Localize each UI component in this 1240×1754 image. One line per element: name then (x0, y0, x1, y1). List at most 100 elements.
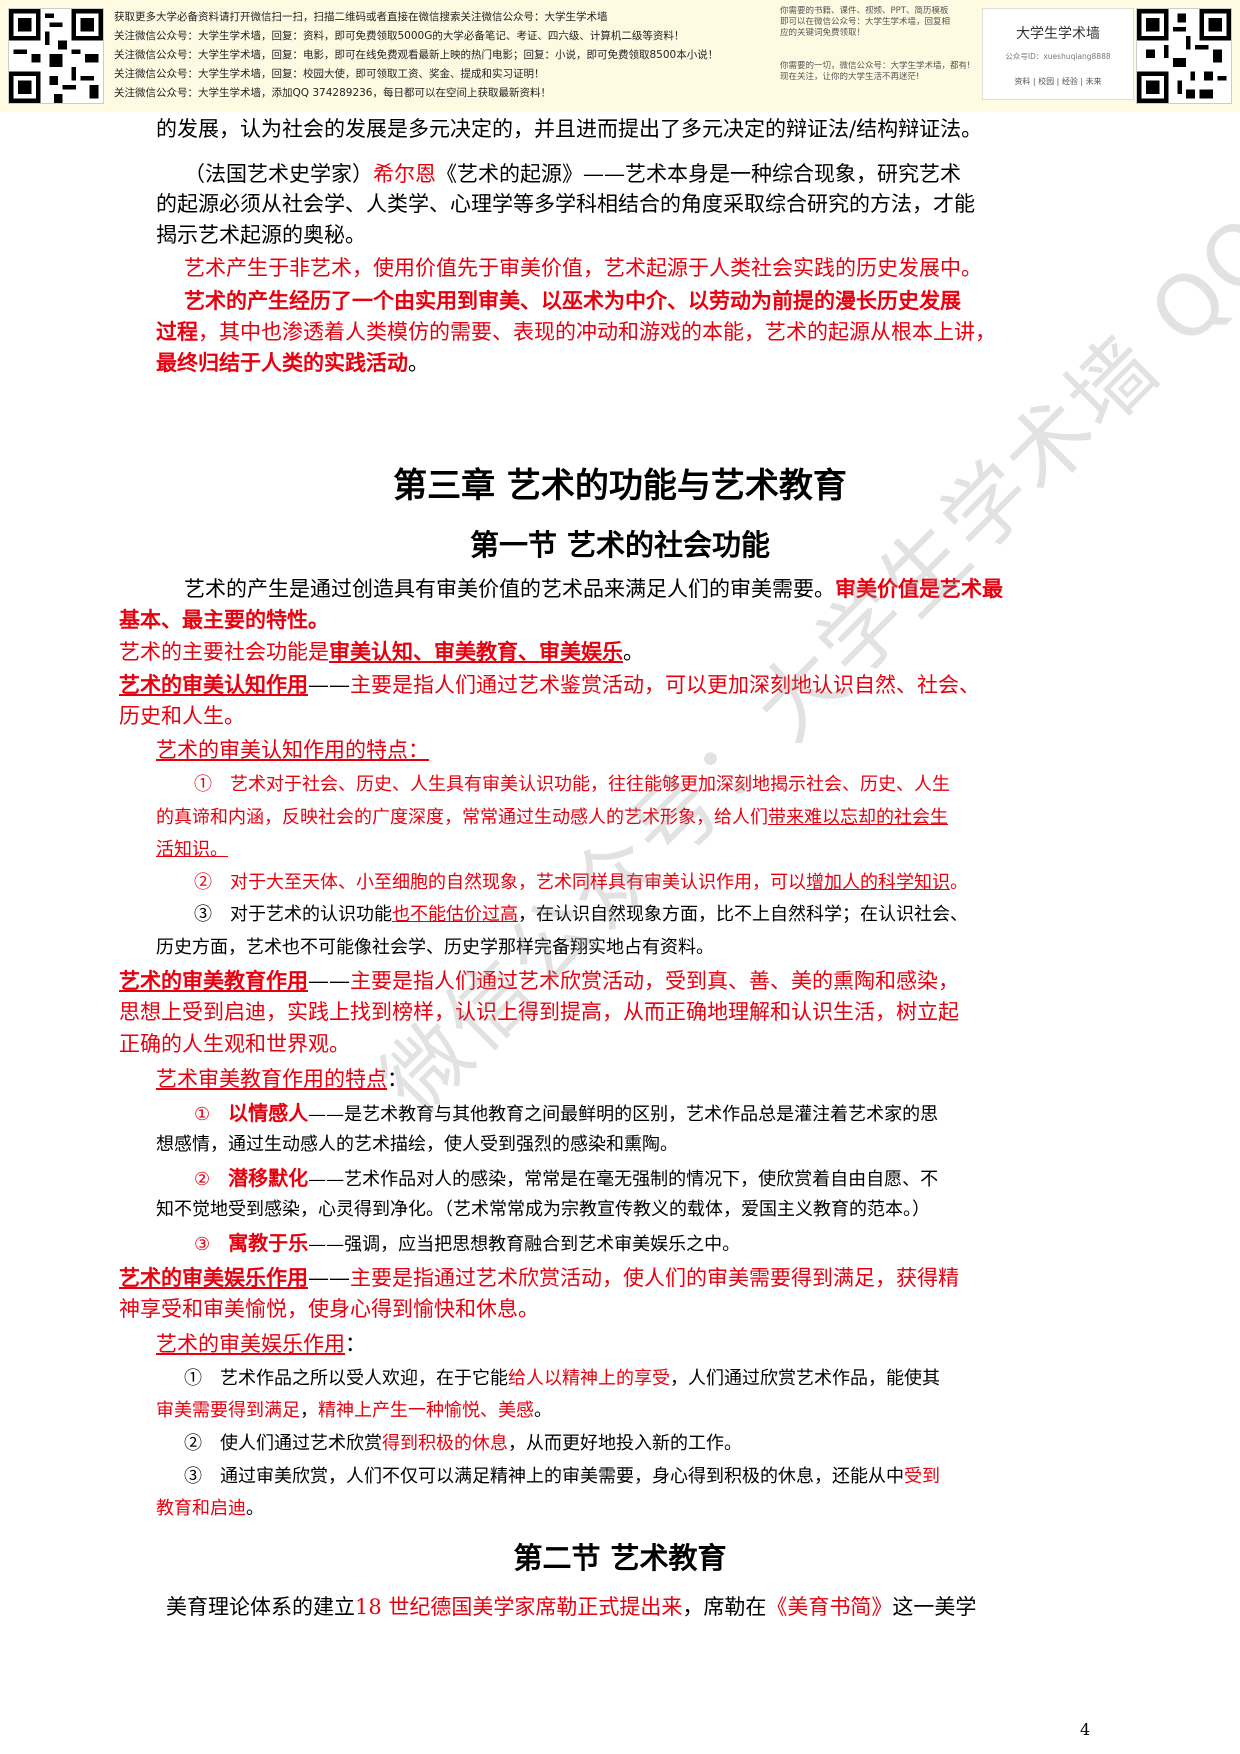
text: —— (308, 673, 350, 697)
text: （法国艺术史学家） (184, 162, 373, 186)
text: 审美价值是艺术最 (835, 576, 1003, 601)
text: ① 艺术作品之所以受人欢迎，在于它能 (184, 1368, 508, 1389)
text: 艺术的产生是通过创造具有审美价值的艺术品来满足人们的审美需要。 (184, 577, 835, 601)
list-item: 活知识。 (156, 839, 228, 860)
list-item: ① 以情感人——是艺术教育与其他教育之间最鲜明的区别，艺术作品总是灌注着艺术家的… (194, 1100, 938, 1128)
list-item: ② 潜移默化——艺术作品对人的感染，常常是在毫无强制的情况下，使欣赏着自由自愿、… (194, 1165, 938, 1193)
ad-banner: 获取更多大学必备资料请打开微信扫一扫，扫描二维码或者直接在微信搜索关注微信公众号… (0, 0, 1240, 112)
paragraph-taine: （法国艺术史学家）希尔恩《艺术的起源》——艺术本身是一种综合现象，研究艺术 (184, 159, 961, 189)
text: ① (194, 1104, 211, 1125)
text: 。 (246, 1498, 264, 1519)
list-item: 知不觉地受到感染，心灵得到净化。（艺术常常成为宗教宣传教义的载体，爱国主义教育的… (156, 1199, 930, 1220)
text: 受到 (904, 1466, 940, 1487)
text: 艺术审美教育作用的特点 (156, 1067, 387, 1091)
text: 主要是指人们通过艺术鉴赏活动，可以更加深刻地认识自然、社会、 (350, 673, 980, 697)
qr-code-icon (8, 8, 104, 104)
text: ， (300, 1400, 318, 1421)
text: ，人们通过欣赏艺术作品，能使其 (670, 1368, 940, 1389)
list-item: 审美需要得到满足，精神上产生一种愉悦、美感。 (156, 1398, 552, 1424)
text: ： (387, 1067, 408, 1091)
text: 最终归结于人类的实践活动 (156, 350, 408, 375)
text: ——是艺术教育与其他教育之间最鲜明的区别，艺术作品总是灌注着艺术家的思 (308, 1104, 939, 1125)
list-item: ③ 通过审美欣赏，人们不仅可以满足精神上的审美需要，身心得到积极的休息，还能从中… (184, 1464, 940, 1490)
banner-mid-line: 现在关注，让你的大学生活不再迷茫! (780, 72, 920, 82)
text: ，席勒在 (682, 1595, 767, 1619)
text: ② (194, 1169, 211, 1190)
paragraph-line: 正确的人生观和世界观。 (119, 1032, 350, 1056)
subheading: 艺术审美教育作用的特点： (156, 1064, 408, 1094)
text: 教育和启迪 (156, 1498, 246, 1519)
text: 。 (534, 1400, 552, 1421)
text: 带来难以忘却的社会生 (768, 807, 948, 828)
paragraph-line: 过程，其中也渗透着人类模仿的需要、表现的冲动和游戏的本能，艺术的起源从根本上讲， (156, 317, 996, 347)
term: 以情感人 (228, 1101, 309, 1125)
banner-mid-line (780, 39, 970, 50)
list-item: ③ 对于艺术的认识功能也不能估价过高，在认识自然现象方面，比不上自然科学；在认识… (194, 902, 968, 928)
text: 《艺术的起源》——艺术本身是一种综合现象，研究艺术 (436, 162, 961, 186)
list-item: ① 艺术作品之所以受人欢迎，在于它能给人以精神上的享受，人们通过欣赏艺术作品，能… (184, 1366, 940, 1392)
banner-side-text: 你需要的书籍、课件、视频、PPT、简历模板 即可以在微信公众号：大学生学术墙，回… (780, 6, 970, 83)
text: 艺术的审美娱乐作用 (156, 1332, 345, 1356)
page-number: 4 (1080, 1720, 1091, 1739)
paragraph-line: 历史和人生。 (119, 704, 245, 728)
banner-mid-line: 你需要的书籍、课件、视频、PPT、简历模板 (780, 6, 949, 16)
text: ③ 对于艺术的认识功能 (194, 904, 392, 925)
section-title: 第一节 艺术的社会功能 (469, 528, 771, 562)
paragraph-line: 艺术的主要社会功能是审美认知、审美教育、审美娱乐。 (119, 637, 644, 667)
paragraph-line: 最终归结于人类的实践活动。 (156, 348, 429, 378)
author-name: 希尔恩 (373, 162, 436, 186)
paragraph-line: 艺术的审美教育作用——主要是指人们通过艺术欣赏活动，受到真、善、美的熏陶和感染， (119, 966, 959, 996)
paragraph-line: 神享受和审美愉悦，使身心得到愉快和休息。 (119, 1297, 539, 1321)
banner-promo-text: 获取更多大学必备资料请打开微信扫一扫，扫描二维码或者直接在微信搜索关注微信公众号… (114, 8, 774, 103)
text: 审美认知、审美教育、审美娱乐 (329, 639, 623, 664)
brand-card: 大学生学术墙 公众号ID：xueshuqiang8888 资料 | 校园 | 经… (982, 8, 1134, 100)
text: ③ (194, 1234, 211, 1255)
paragraph-summary: 艺术的产生经历了一个由实用到审美、以巫术为中介、以劳动为前提的漫长历史发展 (184, 288, 961, 313)
brand-name: 大学生学术墙 (1016, 26, 1100, 42)
paragraph-line: 美育理论体系的建立18 世纪德国美学家席勒正式提出来，席勒在《美育书简》这一美学 (166, 1592, 976, 1622)
list-item: 的真谛和内涵，反映社会的广度深度，常常通过生动感人的艺术形象，给人们带来难以忘却… (156, 805, 948, 831)
text: ，从而更好地投入新的工作。 (508, 1433, 742, 1454)
text: 这一美学 (892, 1595, 977, 1619)
banner-line: 关注微信公众号：大学生学术墙，回复：校园大使，即可领取工资、奖金、提成和实习证明… (114, 68, 545, 80)
list-item: ② 对于大至天体、小至细胞的自然现象，艺术同样具有审美认识作用，可以增加人的科学… (194, 870, 968, 896)
text: 。 (408, 351, 429, 375)
paragraph-line: 揭示艺术起源的奥秘。 (156, 223, 366, 247)
term: 艺术的审美教育作用 (119, 968, 308, 993)
text: 增加人的科学知识 (806, 872, 950, 893)
text: —— (308, 969, 350, 993)
paragraph-origin: 艺术产生于非艺术，使用价值先于审美价值，艺术起源于人类社会实践的历史发展中。 (184, 256, 982, 280)
qr-code-icon (1136, 8, 1232, 104)
banner-mid-line: 即可以在微信公众号：大学生学术墙，回复相 (780, 17, 951, 27)
text: 过程 (156, 319, 198, 344)
banner-line: 关注微信公众号：大学生学术墙，添加QQ 374289236，每日都可以在空间上获… (114, 87, 551, 99)
paragraph-line: 基本、最主要的特性。 (119, 607, 329, 632)
text: ——艺术作品对人的感染，常常是在毫无强制的情况下，使欣赏着自由自愿、不 (308, 1169, 939, 1190)
text: 审美需要得到满足 (156, 1400, 300, 1421)
text: ——强调，应当把思想教育融合到艺术审美娱乐之中。 (308, 1234, 741, 1255)
chapter-title: 第三章 艺术的功能与艺术教育 (393, 466, 847, 506)
text: 得到积极的休息 (382, 1433, 508, 1454)
list-item: 教育和启迪。 (156, 1496, 264, 1522)
text: ② 使人们通过艺术欣赏 (184, 1433, 382, 1454)
text: 。 (950, 872, 968, 893)
text: ，在认识自然现象方面，比不上自然科学；在认识社会、 (518, 904, 968, 925)
text: 艺术的主要社会功能是 (119, 640, 329, 664)
text: ： (345, 1332, 366, 1356)
list-item: ③ 寓教于乐——强调，应当把思想教育融合到艺术审美娱乐之中。 (194, 1230, 740, 1258)
text: ② 对于大至天体、小至细胞的自然现象，艺术同样具有审美认识作用，可以 (194, 872, 806, 893)
text: 美育理论体系的建立 (166, 1595, 355, 1619)
paragraph-line: 艺术的审美娱乐作用——主要是指通过艺术欣赏活动，使人们的审美需要得到满足，获得精 (119, 1263, 959, 1293)
list-item: 想感情，通过生动感人的艺术描绘，使人受到强烈的感染和熏陶。 (156, 1134, 678, 1155)
brand-id: 公众号ID：xueshuqiang8888 (1005, 52, 1111, 61)
term: 艺术的审美娱乐作用 (119, 1265, 308, 1290)
subheading: 艺术的审美娱乐作用： (156, 1329, 366, 1359)
banner-mid-line (780, 50, 970, 61)
paragraph-line: 艺术的产生是通过创造具有审美价值的艺术品来满足人们的审美需要。审美价值是艺术最 (184, 574, 1003, 604)
text: 主要是指通过艺术欣赏活动，使人们的审美需要得到满足，获得精 (350, 1266, 959, 1290)
text: —— (308, 1266, 350, 1290)
banner-mid-line: 应的关键词免费领取！ (780, 28, 866, 38)
text: 给人以精神上的享受 (508, 1368, 670, 1389)
text: 《美育书简》 (766, 1595, 893, 1619)
banner-line: 获取更多大学必备资料请打开微信扫一扫，扫描二维码或者直接在微信搜索关注微信公众号… (114, 11, 608, 23)
